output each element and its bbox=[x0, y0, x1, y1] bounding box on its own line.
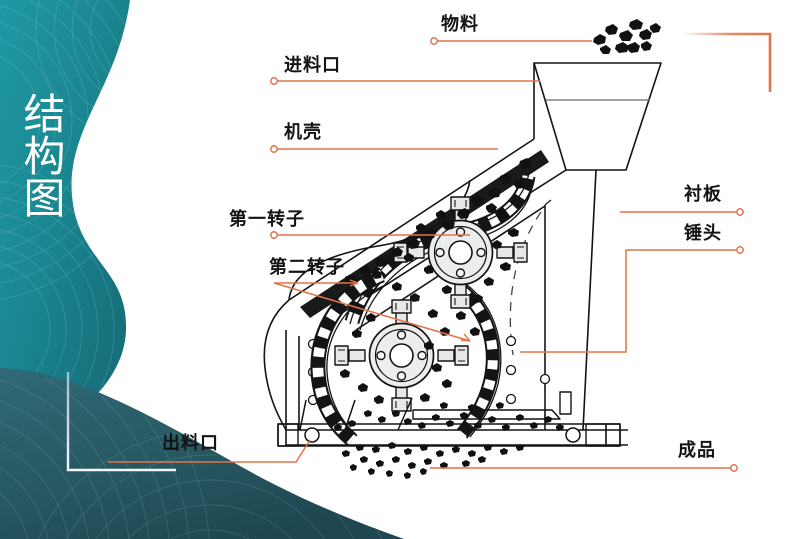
leader-hammer-head bbox=[520, 246, 744, 353]
label-feed-inlet: 进料口 bbox=[284, 55, 341, 76]
corner-bracket-bottom-left bbox=[66, 372, 176, 472]
rotor-1 bbox=[393, 196, 528, 309]
leader-second-rotor bbox=[273, 279, 471, 342]
label-casing: 机壳 bbox=[284, 122, 322, 143]
hopper bbox=[533, 62, 662, 171]
discharge-chutes bbox=[299, 397, 413, 431]
label-material: 物料 bbox=[441, 14, 479, 35]
rotor-1-hammers bbox=[393, 196, 528, 309]
corner-bracket-top-right bbox=[682, 32, 772, 92]
label-discharge-outlet: 出料口 bbox=[162, 433, 219, 454]
leader-first-rotor bbox=[270, 231, 470, 239]
leader-casing bbox=[270, 145, 498, 153]
label-hammer-head: 锤头 bbox=[684, 223, 722, 244]
feed-material-particles bbox=[593, 19, 661, 54]
label-finished-product: 成品 bbox=[678, 440, 716, 461]
leader-discharge-outlet bbox=[108, 439, 311, 463]
chamber-1-particles bbox=[392, 209, 519, 303]
machine-right-wall bbox=[544, 169, 597, 431]
label-second-rotor: 第二转子 bbox=[269, 257, 345, 278]
label-first-rotor: 第一转子 bbox=[229, 209, 305, 230]
page-title: 结构图 bbox=[16, 92, 66, 218]
housing-left-wall bbox=[285, 330, 300, 430]
chamber-bolt-circles bbox=[505, 335, 551, 405]
label-liner-plate: 衬板 bbox=[684, 184, 722, 205]
leader-feed-inlet bbox=[270, 77, 540, 85]
leader-liner-plate bbox=[620, 208, 744, 216]
chamber-2-particles bbox=[340, 303, 480, 404]
finished-product-particles bbox=[334, 402, 564, 479]
leader-finished-product bbox=[430, 464, 738, 472]
chute-particles bbox=[345, 158, 532, 284]
leader-material bbox=[430, 37, 592, 45]
material-particles bbox=[334, 19, 661, 479]
